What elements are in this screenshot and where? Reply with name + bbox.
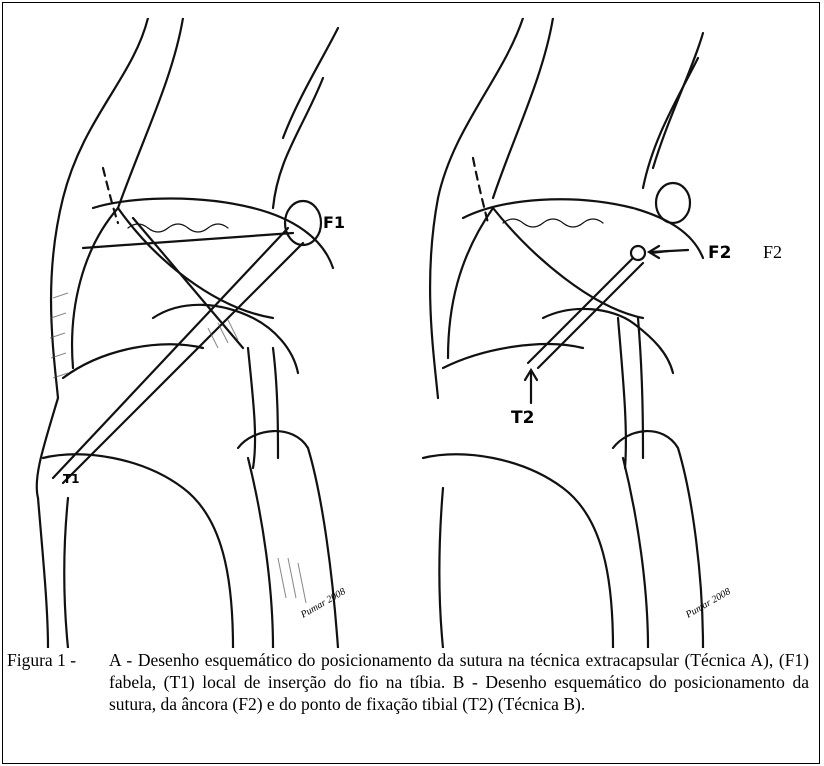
label-f2-typed: F2 [763, 242, 782, 262]
signature-b: Pumar 2008 [683, 586, 732, 621]
figure-caption: Figura 1 - A - Desenho esquemático do po… [109, 649, 809, 715]
label-f1: F1 [323, 213, 345, 232]
signature-a: Pumar 2008 [298, 586, 347, 621]
panel-a-drawing: F1 T1 Pumar 2008 [23, 18, 385, 648]
caption-prefix: Figura 1 - [7, 649, 76, 671]
panel-b-drawing: F2 F2 T2 Pumar 2008 [403, 18, 813, 648]
caption-text: A - Desenho esquemático do posicionament… [109, 650, 809, 714]
label-t1: T1 [63, 472, 80, 486]
label-f2-hand: F2 [708, 243, 731, 263]
label-t2: T2 [511, 408, 534, 428]
